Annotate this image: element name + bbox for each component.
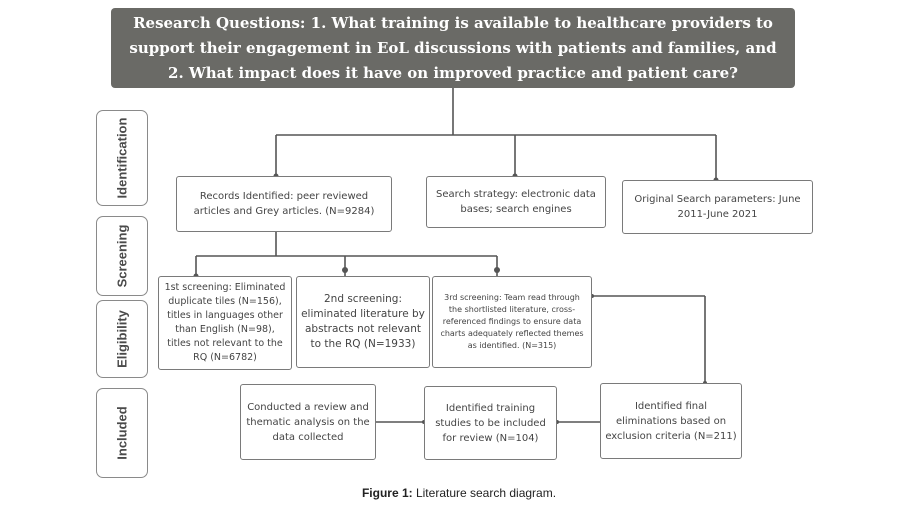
- search-parameters-text: Original Search parameters: June 2011-Ju…: [634, 194, 801, 220]
- review-analysis-box: Conducted a review and thematic analysis…: [240, 384, 376, 460]
- search-parameters-box: Original Search parameters: June 2011-Ju…: [622, 180, 813, 234]
- stage-included: Included: [96, 388, 148, 478]
- first-screening-text: 1st screening: Eliminated duplicate tile…: [164, 282, 286, 363]
- stage-identification: Identification: [96, 110, 148, 206]
- stage-screening: Screening: [96, 216, 148, 296]
- second-screening-box: 2nd screening: eliminated literature by …: [296, 276, 430, 368]
- records-identified-text: Records Identified: peer reviewed articl…: [193, 191, 375, 217]
- search-strategy-text: Search strategy: electronic data bases; …: [436, 189, 596, 215]
- first-screening-box: 1st screening: Eliminated duplicate tile…: [158, 276, 292, 370]
- figure-caption: Figure 1: Literature search diagram.: [0, 486, 918, 500]
- records-identified-box: Records Identified: peer reviewed articl…: [176, 176, 392, 232]
- final-eliminations-text: Identified final eliminations based on e…: [605, 400, 737, 442]
- training-studies-text: Identified training studies to be includ…: [435, 402, 546, 444]
- third-screening-text: 3rd screening: Team read through the sho…: [440, 293, 584, 350]
- figure-caption-label: Figure 1:: [361, 486, 413, 500]
- figure-caption-text: Literature search diagram.: [415, 486, 557, 500]
- training-studies-box: Identified training studies to be includ…: [424, 386, 557, 460]
- stage-eligibility: Eligibility: [96, 300, 148, 378]
- final-eliminations-box: Identified final eliminations based on e…: [600, 383, 742, 459]
- review-analysis-text: Conducted a review and thematic analysis…: [246, 401, 370, 443]
- research-questions-text: Research Questions: 1. What training is …: [129, 13, 777, 82]
- research-questions-banner: Research Questions: 1. What training is …: [111, 8, 795, 88]
- search-strategy-box: Search strategy: electronic data bases; …: [426, 176, 606, 228]
- third-screening-box: 3rd screening: Team read through the sho…: [432, 276, 592, 368]
- second-screening-text: 2nd screening: eliminated literature by …: [301, 293, 425, 350]
